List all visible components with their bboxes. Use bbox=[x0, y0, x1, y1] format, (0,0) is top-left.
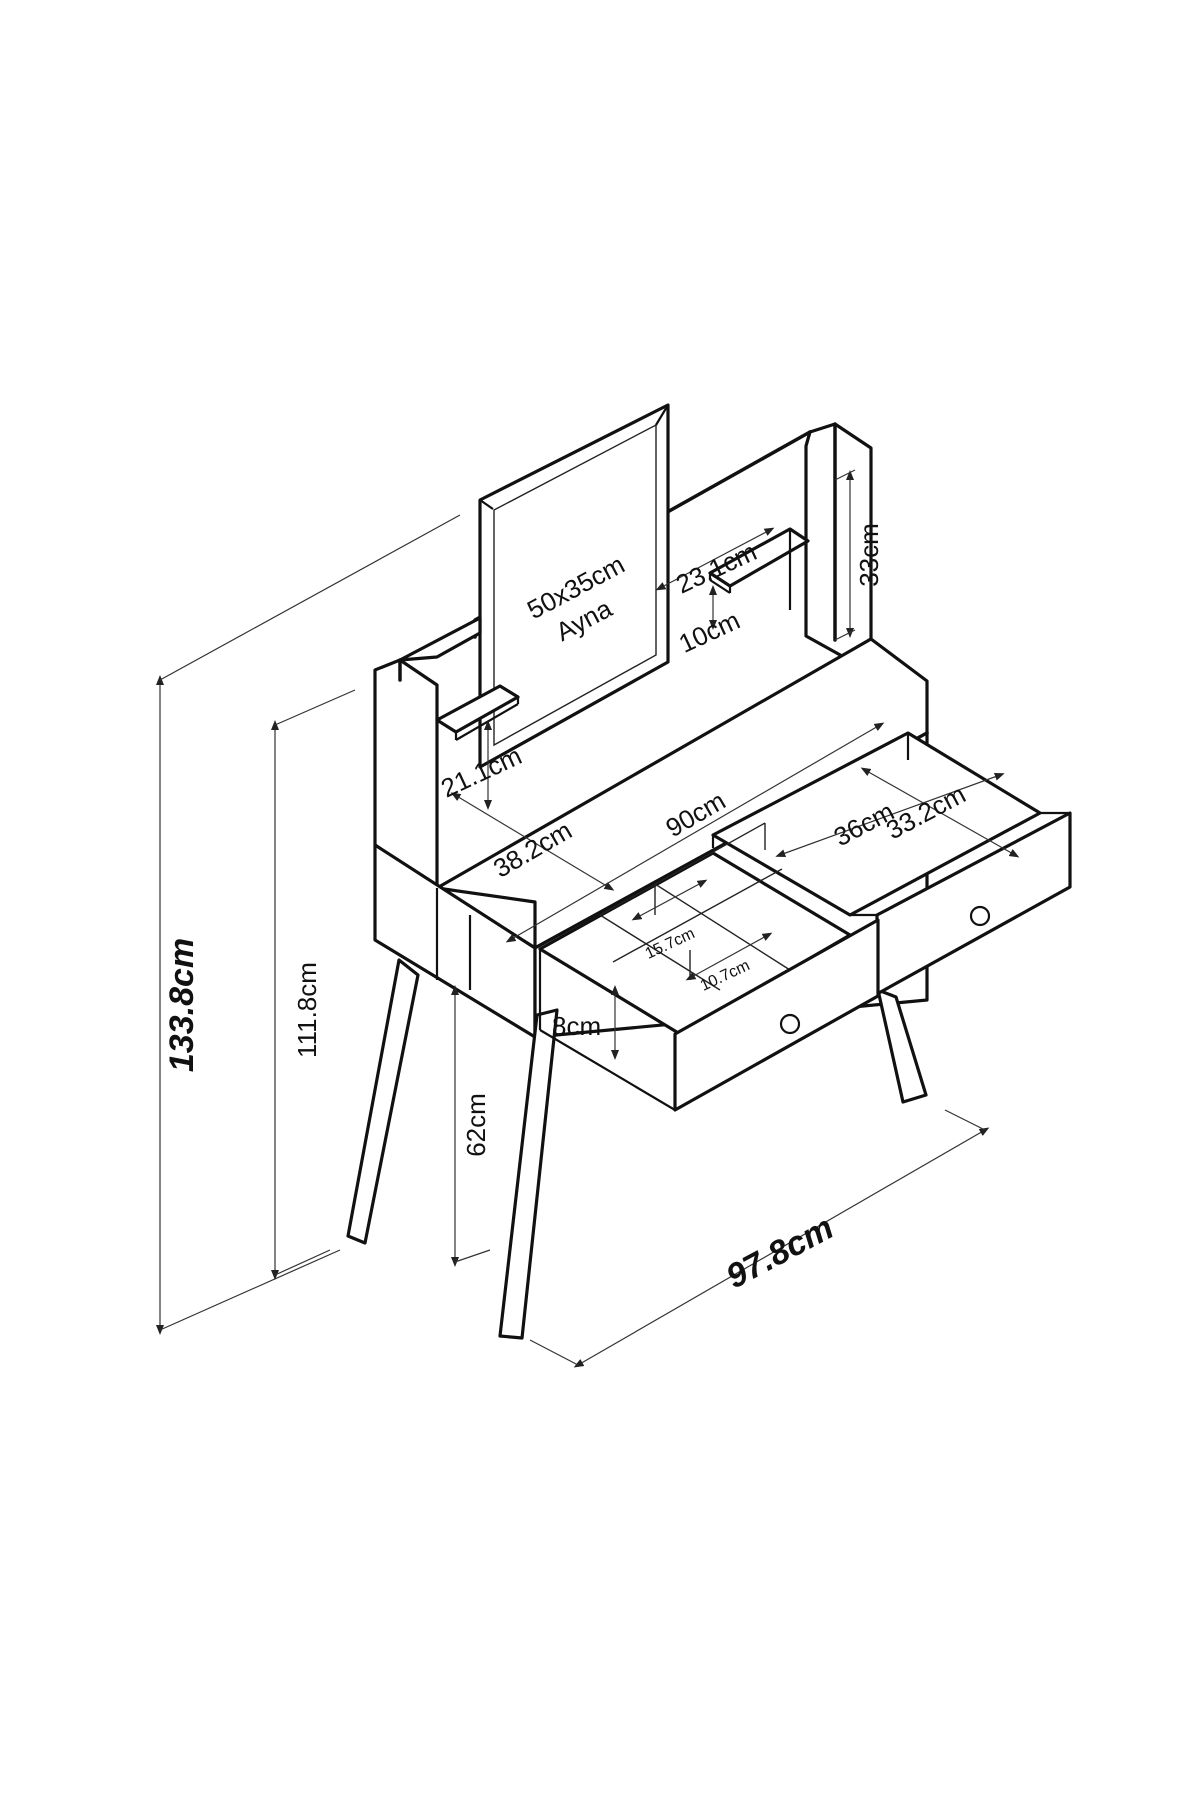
drawer-height-label: 8cm bbox=[552, 1011, 601, 1041]
total-height-label: 133.8cm bbox=[163, 938, 201, 1072]
right-drawer-knob bbox=[969, 905, 991, 927]
legs bbox=[346, 958, 928, 1340]
dimension-lines bbox=[156, 469, 1020, 1368]
shelf-gap-label: 10cm bbox=[674, 605, 744, 659]
total-width-label: 97.8cm bbox=[720, 1208, 840, 1296]
upper-side-height-label: 33cm bbox=[854, 523, 884, 587]
mirror bbox=[478, 403, 670, 769]
left-upper-unit bbox=[373, 616, 482, 890]
left-drawer-knob bbox=[779, 1013, 801, 1035]
leg-height-label: 62cm bbox=[461, 1093, 491, 1157]
shelf-width-label: 23.1cm bbox=[671, 536, 761, 599]
body-height-label: 111.8cm bbox=[292, 962, 322, 1058]
